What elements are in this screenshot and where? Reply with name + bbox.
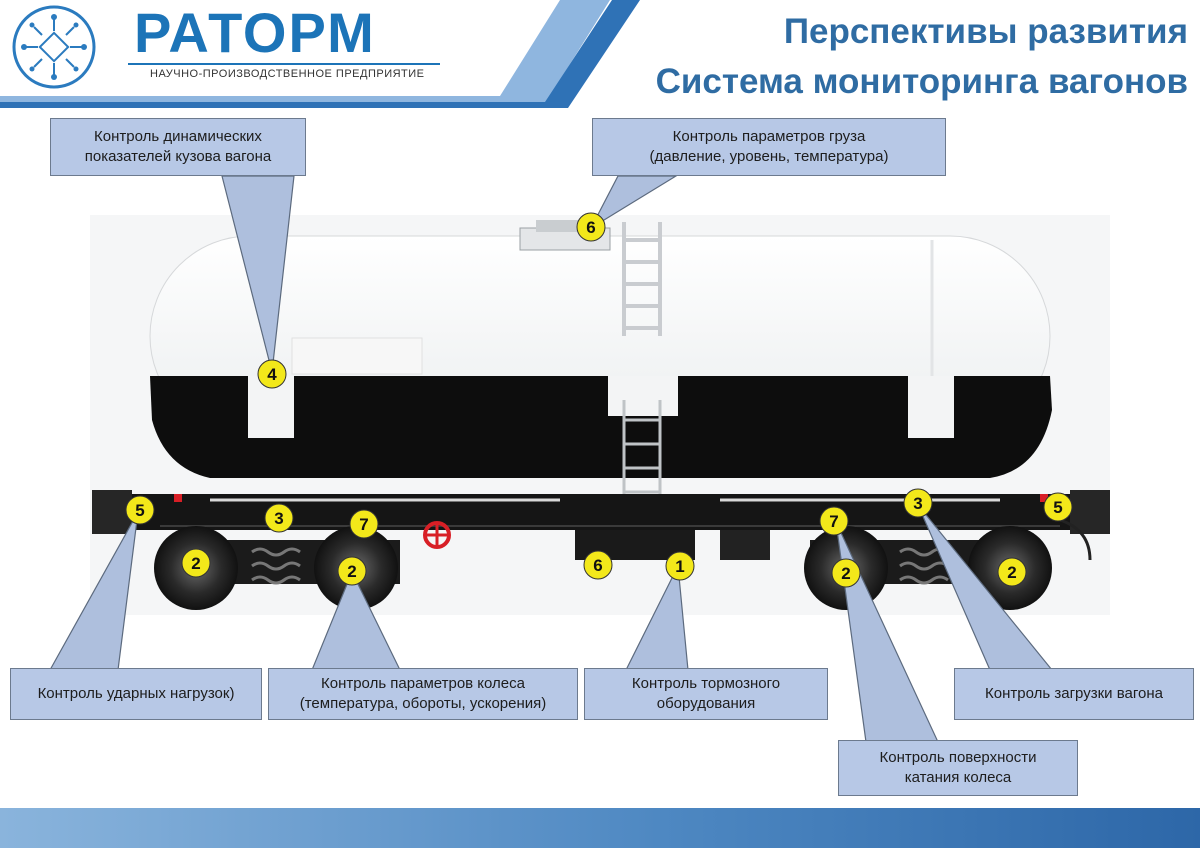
callout-cargo: Контроль параметров груза (давление, уро…: [592, 118, 946, 176]
header-background: [0, 0, 640, 108]
svg-text:2: 2: [191, 554, 200, 573]
svg-text:2: 2: [1007, 563, 1016, 582]
svg-text:7: 7: [359, 515, 368, 534]
callout-brake-line2: оборудования: [656, 695, 756, 712]
svg-text:5: 5: [1053, 498, 1062, 517]
svg-text:6: 6: [593, 556, 602, 575]
svg-text:1: 1: [675, 557, 684, 576]
callout-wheel-line1: Контроль параметров колеса: [320, 675, 525, 692]
svg-text:2: 2: [347, 562, 356, 581]
callout-wheel-line2: (температура, обороты, ускорения): [299, 695, 547, 712]
callout-wheel: Контроль параметров колеса (температура,…: [268, 668, 578, 720]
marker-6: 6 6: [576, 212, 613, 580]
footer-band: [0, 808, 1200, 848]
callout-dynamic: Контроль динамических показателей кузова…: [50, 118, 306, 176]
brand-divider: [128, 63, 440, 65]
callout-cargo-line2: (давление, уровень, температура): [649, 148, 889, 165]
marker-5: 5 5: [125, 492, 1073, 525]
header-band: [0, 0, 1200, 108]
marker-4: 4: [257, 359, 287, 389]
callout-brake: Контроль тормозного оборудования: [584, 668, 828, 720]
marker-3: 3 3: [264, 488, 933, 533]
marker-1: 1: [665, 551, 695, 581]
svg-text:4: 4: [267, 365, 277, 384]
callout-load: Контроль загрузки вагона: [954, 668, 1194, 720]
brand-subtitle: НАУЧНО-ПРОИЗВОДСТВЕННОЕ ПРЕДПРИЯТИЕ: [150, 68, 425, 80]
callout-impact: Контроль ударных нагрузок): [10, 668, 262, 720]
page-title-line1: Перспективы развития: [783, 12, 1188, 51]
svg-text:5: 5: [135, 501, 144, 520]
callout-surface: Контроль поверхности катания колеса: [838, 740, 1078, 796]
svg-text:2: 2: [841, 564, 850, 583]
page-title-line2: Система мониторинга вагонов: [655, 62, 1188, 101]
brand-logo-text: РАТОРМ: [134, 1, 376, 64]
marker-7: 7 7: [349, 506, 849, 539]
svg-text:3: 3: [913, 494, 922, 513]
callout-impact-line1: Контроль ударных нагрузок): [37, 685, 235, 702]
callout-surface-line1: Контроль поверхности: [879, 749, 1037, 766]
svg-text:7: 7: [829, 512, 838, 531]
callout-load-line1: Контроль загрузки вагона: [985, 685, 1163, 702]
callout-cargo-line1: Контроль параметров груза: [672, 128, 866, 145]
logo-icon: [12, 5, 96, 89]
callout-dynamic-line2: показателей кузова вагона: [84, 148, 272, 165]
svg-text:6: 6: [586, 218, 595, 237]
callout-surface-line2: катания колеса: [904, 769, 1012, 786]
marker-2: 2 2 2 2: [181, 548, 1027, 588]
callout-dynamic-line1: Контроль динамических: [94, 128, 262, 145]
svg-text:3: 3: [274, 509, 283, 528]
callout-brake-line1: Контроль тормозного: [631, 675, 781, 692]
